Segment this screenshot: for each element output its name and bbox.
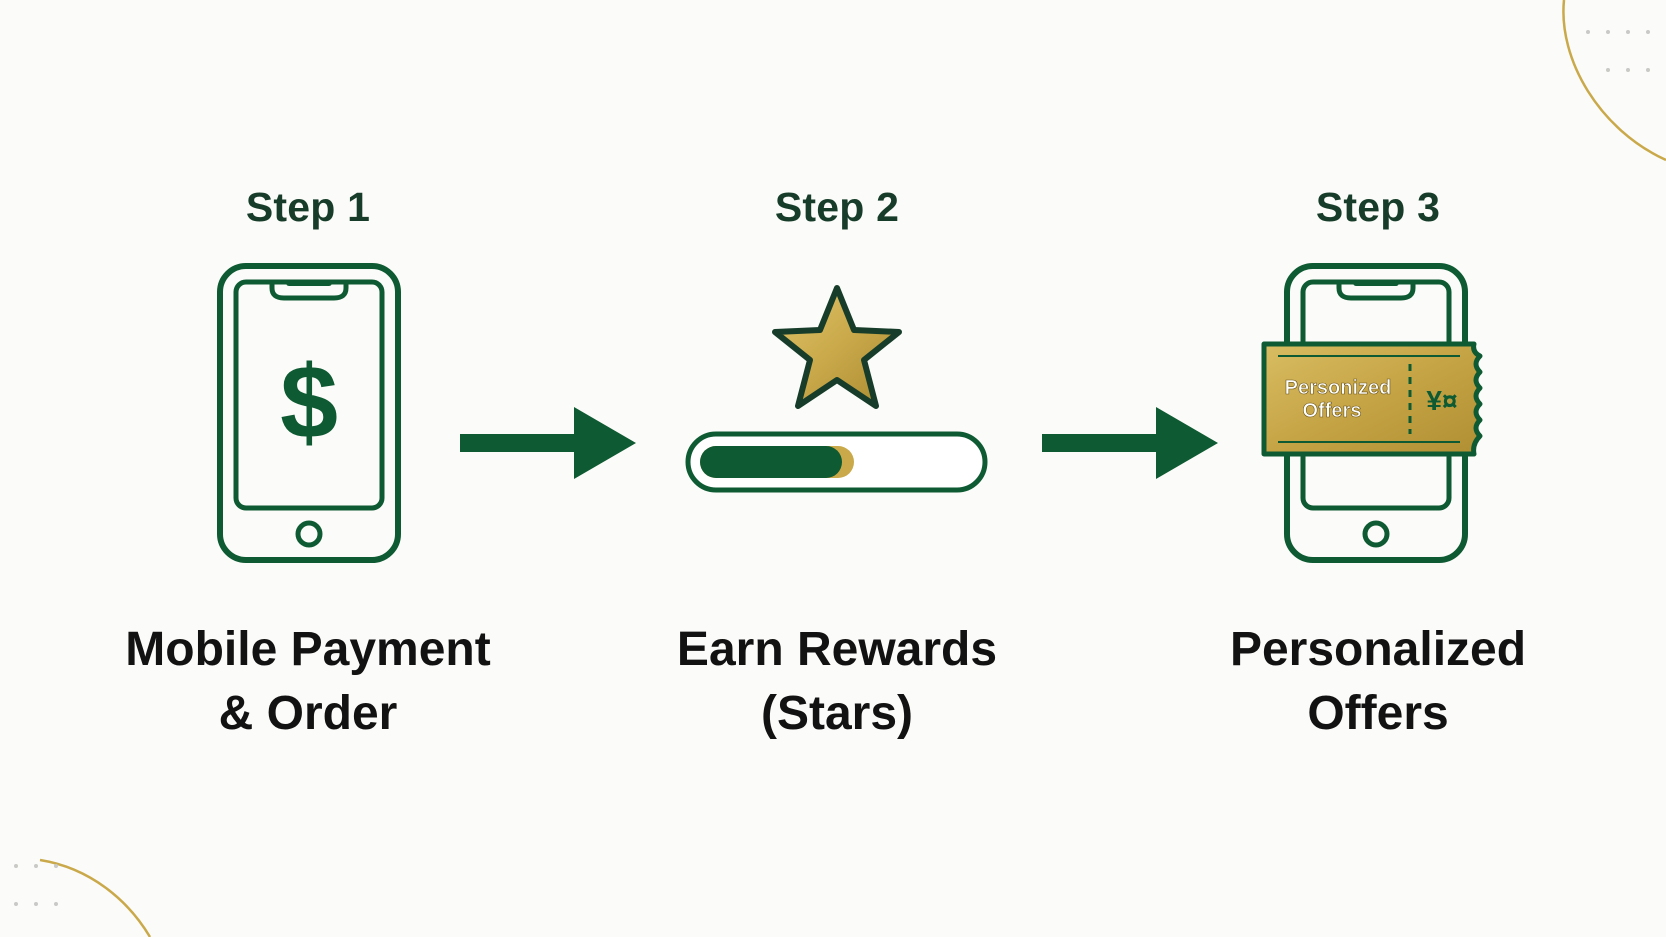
corner-ornament-bottom-left <box>14 858 152 937</box>
step-3-label-line-1: Personalized <box>1229 623 1527 676</box>
step-3-label-line-2: Offers <box>1307 687 1449 740</box>
step-1: Step 1 $ Mobile Payment & Order <box>28 0 588 937</box>
step-1-label: Mobile Payment & Order <box>28 618 588 746</box>
corner-ornament-top-right <box>1562 0 1666 162</box>
coupon-text-line-1: Personized <box>1285 377 1392 399</box>
arrow-right-icon <box>1042 407 1218 479</box>
coupon-ticket: Personized Offers ¥¤ <box>1261 341 1483 457</box>
arrow-right-icon <box>460 407 636 479</box>
step-3-title: Step 3 <box>1315 184 1441 230</box>
step-3-label: Personalized Offers <box>1098 618 1658 746</box>
step-1-label-line-1: Mobile Payment <box>125 623 491 676</box>
coupon-text-line-2: Offers <box>1303 400 1362 422</box>
step-2-label-line-1: Earn Rewards <box>676 623 998 676</box>
coupon-currency-symbol: ¥¤ <box>1426 385 1457 416</box>
star-icon <box>772 285 902 409</box>
step-1-title: Step 1 <box>245 184 371 230</box>
phone-dollar-icon: $ <box>217 263 401 563</box>
rewards-progress-bar <box>685 431 988 493</box>
step-3: Step 3 Personized Offers ¥¤ Personalized <box>1098 0 1658 937</box>
step-2-title: Step 2 <box>774 184 900 230</box>
dollar-sign: $ <box>280 345 338 461</box>
step-2-label: Earn Rewards (Stars) <box>557 618 1117 746</box>
step-2-label-line-2: (Stars) <box>760 687 914 740</box>
phone-coupon-icon: Personized Offers ¥¤ <box>1261 263 1483 563</box>
step-1-label-line-2: & Order <box>218 687 398 740</box>
step-2: Step 2 Earn Rewards (Stars) <box>557 0 1117 937</box>
